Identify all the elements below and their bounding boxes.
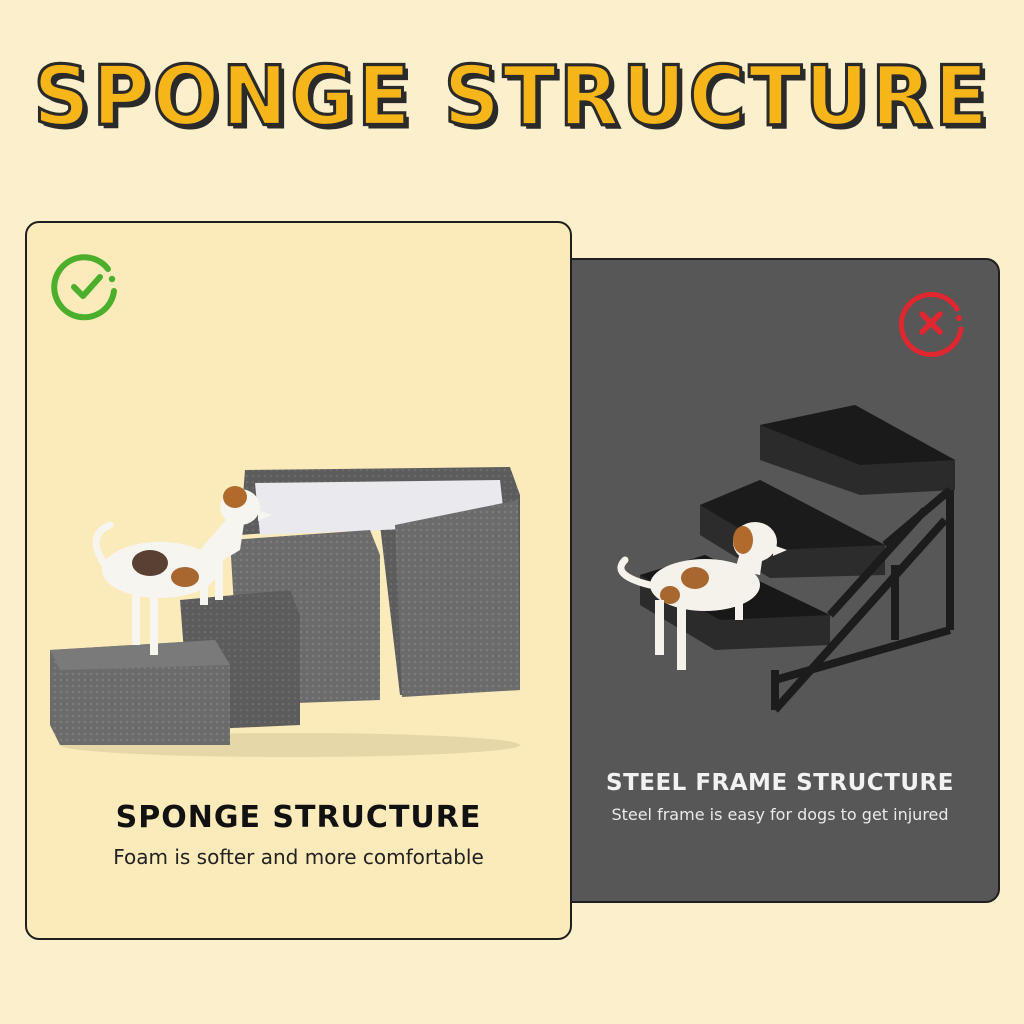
steel-title: STEEL FRAME STRUCTURE [606, 770, 954, 796]
steel-stairs-image [617, 405, 955, 713]
steel-frame-card [540, 258, 1000, 903]
check-circle-icon [51, 254, 117, 321]
sponge-title: SPONGE STRUCTURE [115, 800, 482, 835]
sponge-subtitle: Foam is softer and more comfortable [113, 845, 484, 869]
page-headline: SPONGE STRUCTURE [32, 48, 991, 146]
foam-stairs-image [50, 467, 520, 757]
steel-subtitle: Steel frame is easy for dogs to get inju… [611, 805, 949, 824]
x-circle-icon [898, 292, 964, 357]
